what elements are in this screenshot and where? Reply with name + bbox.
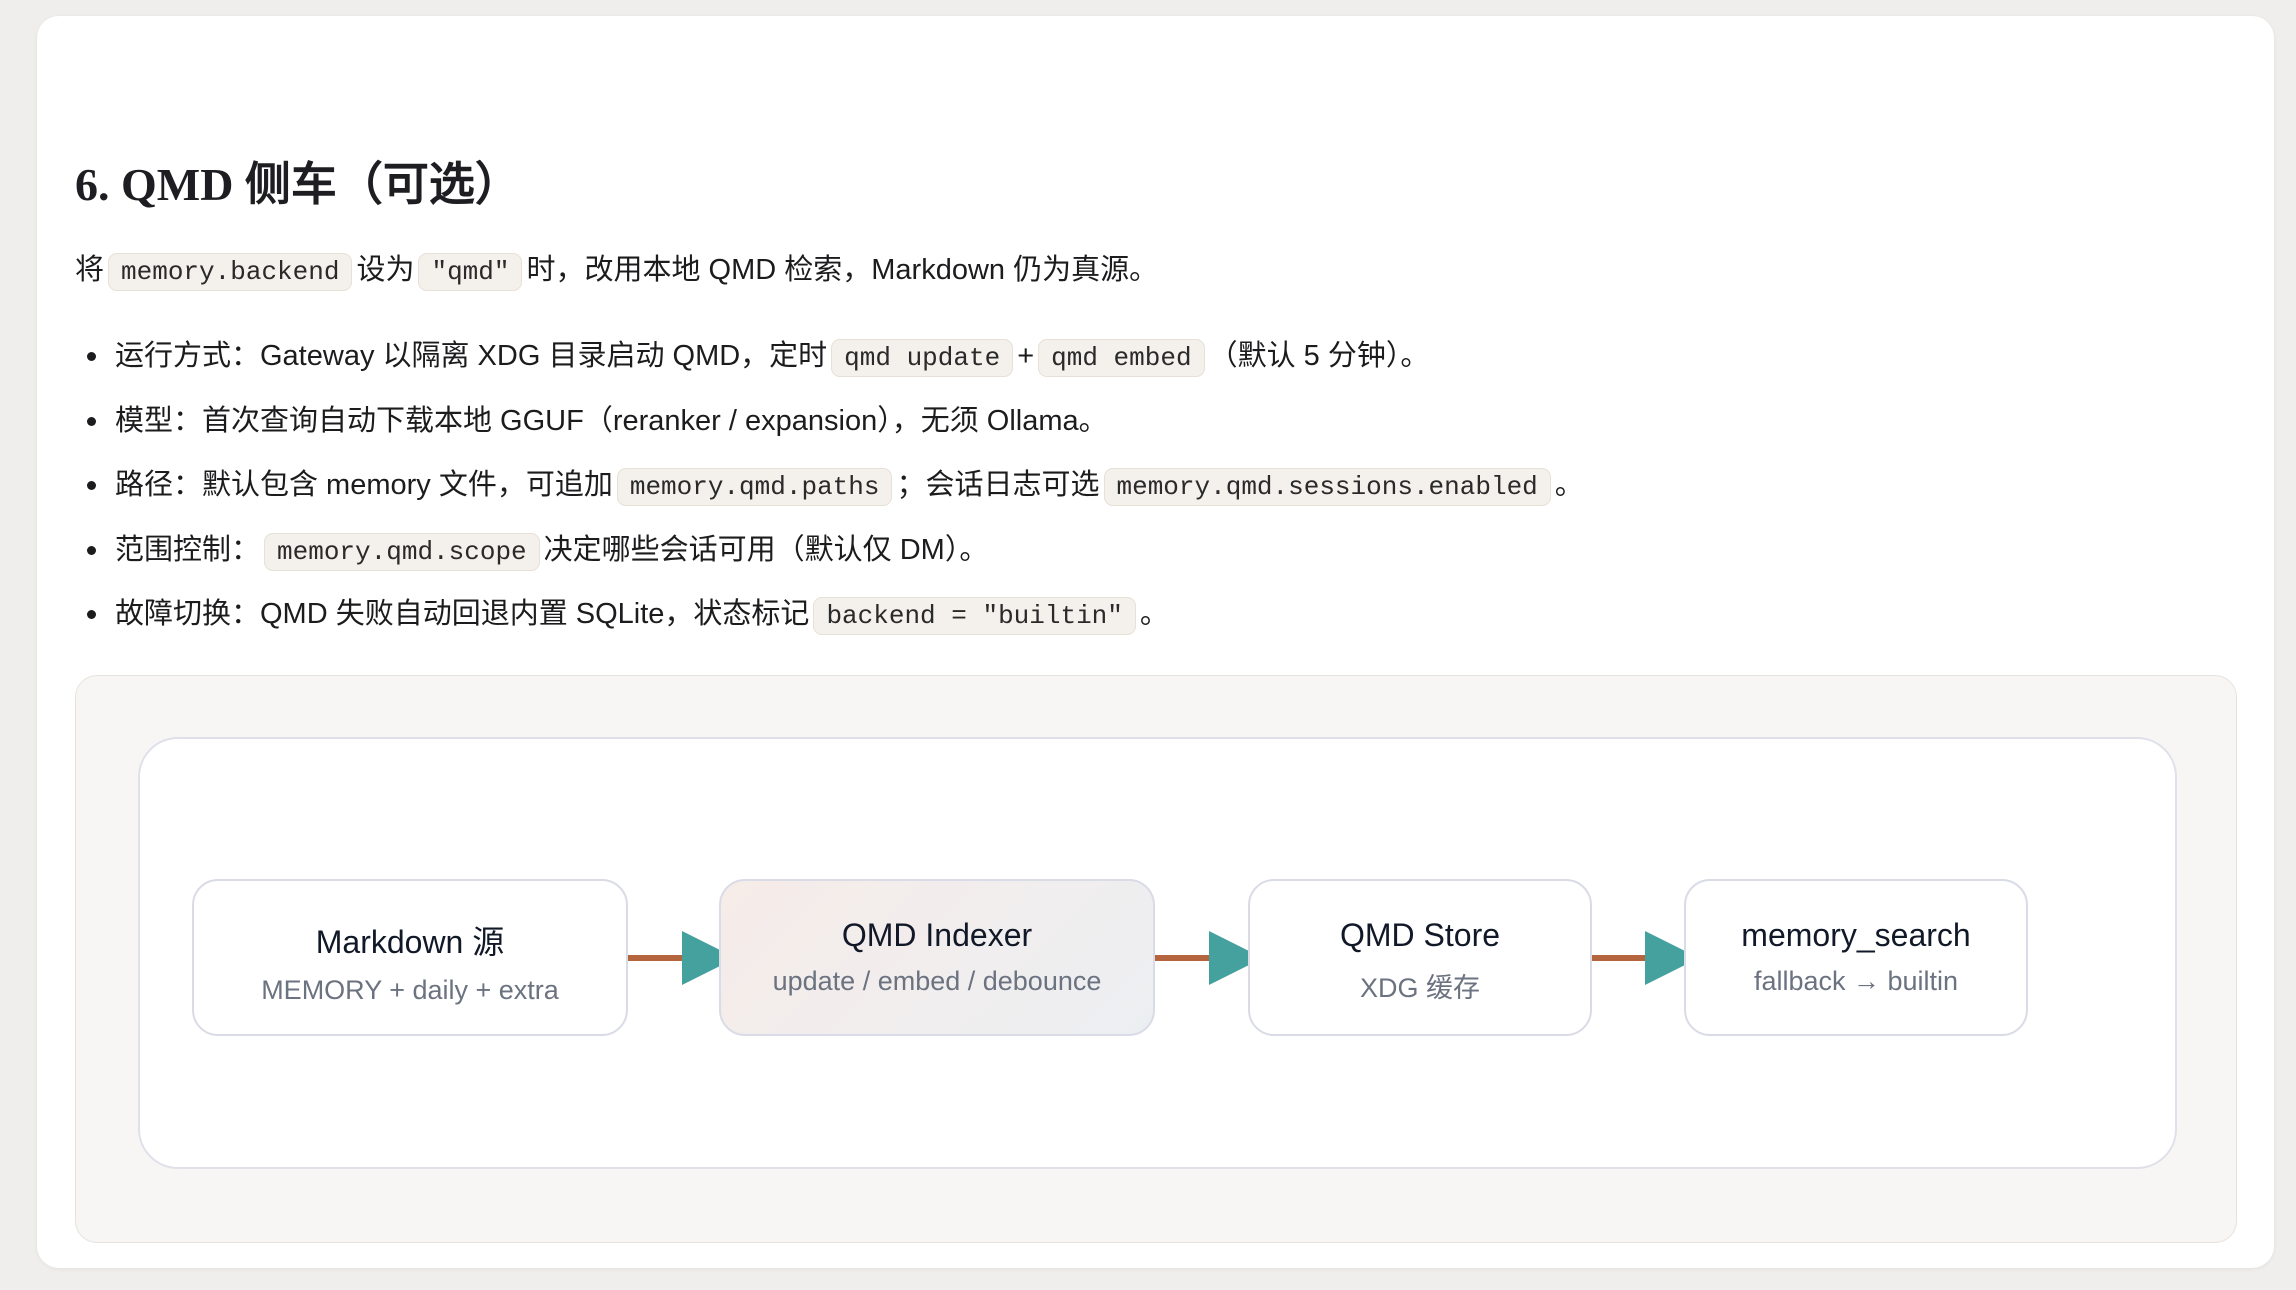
inline-code: qmd update: [831, 339, 1014, 377]
text: 决定哪些会话可用（默认仅 DM）。: [543, 533, 989, 566]
edge-line: [1592, 955, 1648, 961]
text: 路径：默认包含 memory 文件，可追加: [115, 469, 613, 501]
inline-code: backend = "builtin": [813, 597, 1136, 635]
inline-code: memory.qmd.scope: [264, 532, 540, 571]
bullet-icon: [87, 416, 96, 426]
inline-code: memory.qmd.sessions.enabled: [1103, 468, 1551, 506]
text: 故障切换：QMD 失败自动回退内置 SQLite，状态标记: [115, 598, 810, 630]
text: 模型：首次查询自动下载本地 GGUF（reranker / expansion）…: [115, 404, 1108, 437]
text: 时，改用本地 QMD 检索，Markdown 仍为真源。: [526, 254, 1159, 286]
node-subtitle: MEMORY + daily + extra: [261, 975, 559, 1005]
node-title: QMD Store: [1339, 917, 1501, 953]
node-markdown-source: Markdown 源 MEMORY + daily + extra: [192, 879, 628, 1036]
text: （默认 5 分钟）。: [1208, 340, 1430, 372]
node-subtitle: XDG 缓存: [1359, 973, 1480, 1003]
bullet-icon: [87, 610, 96, 619]
inline-code: "qmd": [418, 253, 523, 291]
text: 。: [1139, 598, 1169, 630]
text: 将: [75, 254, 105, 286]
text: +: [1017, 340, 1035, 372]
bullet-icon: [87, 481, 96, 490]
list-item: 模型：首次查询自动下载本地 GGUF（reranker / expansion）…: [75, 395, 1584, 460]
node-qmd-indexer: QMD Indexer update / embed / debounce: [719, 879, 1155, 1036]
bullet-icon: [87, 352, 96, 361]
text: 设为: [356, 254, 415, 286]
edge-line: [628, 955, 684, 961]
text: 范围控制：: [115, 533, 261, 566]
section-heading: 6. QMD 侧车（可选）: [75, 159, 521, 210]
node-subtitle: update / embed / debounce: [772, 966, 1102, 996]
node-title: memory_search: [1741, 917, 1971, 953]
text: 。: [1554, 469, 1584, 501]
inline-code: memory.qmd.paths: [616, 468, 893, 506]
inline-code: qmd embed: [1038, 339, 1205, 377]
edge-line: [1155, 955, 1211, 961]
text: ；会话日志可选: [896, 469, 1100, 501]
bullet-icon: [87, 545, 96, 555]
text: 运行方式：Gateway 以隔离 XDG 目录启动 QMD，定时: [115, 340, 828, 372]
node-title: QMD Indexer: [841, 917, 1033, 953]
node-memory-search: memory_search fallback → builtin: [1684, 879, 2028, 1036]
inline-code: memory.backend: [108, 253, 353, 291]
node-title: Markdown 源: [315, 924, 505, 960]
node-subtitle: fallback → builtin: [1753, 966, 1959, 996]
